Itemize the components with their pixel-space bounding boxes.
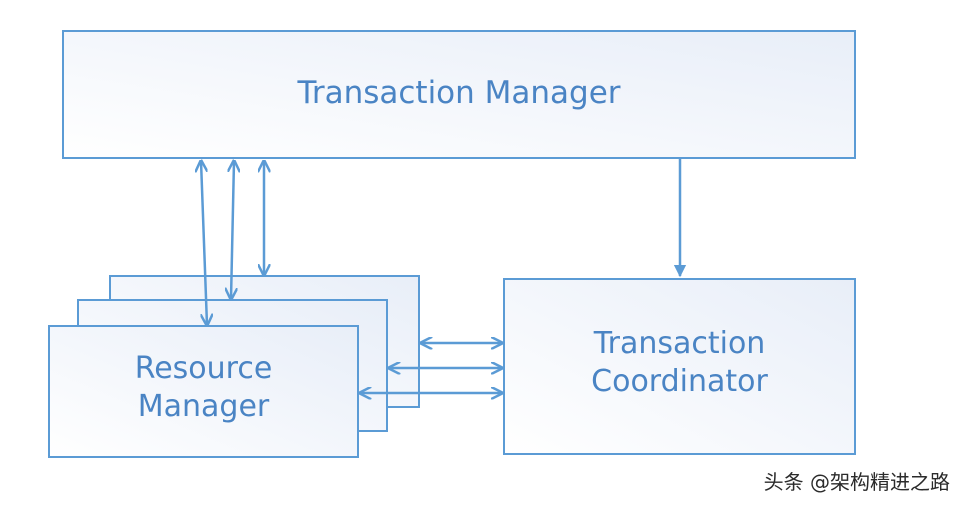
- transaction-coordinator-label-line-1: Transaction: [593, 326, 766, 361]
- transaction-coordinator-label-line-2: Coordinator: [591, 363, 768, 399]
- tm-rm-arrow-1: [201, 161, 207, 325]
- transaction-coordinator-box: [503, 278, 856, 455]
- resource-manager-label-line-1: Resource: [134, 351, 273, 386]
- watermark-text: 头条 @架构精进之路: [763, 470, 950, 494]
- resource-manager-label-line-2: Manager: [137, 388, 270, 424]
- tm-rm-arrow-2: [231, 161, 234, 299]
- transaction-manager-box: [62, 30, 856, 159]
- transaction-coordinator-label: Transaction Coordinator: [504, 325, 855, 400]
- transaction-manager-label: Transaction Manager: [297, 75, 621, 111]
- resource-manager-box: [48, 325, 359, 458]
- resource-manager-label: Resource Manager: [49, 350, 358, 425]
